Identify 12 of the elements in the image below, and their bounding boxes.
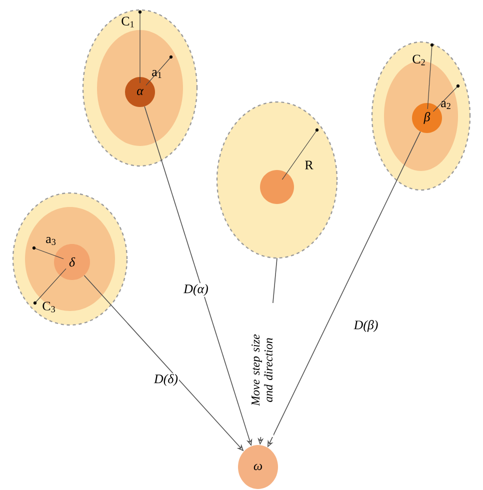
- edge-label: D(δ): [153, 373, 179, 387]
- radius-label: a$_{2}$: [441, 101, 450, 109]
- search-circle: [216, 101, 338, 259]
- radius-label: C$_{3}$: [42, 302, 55, 312]
- edge-label: D(β): [352, 319, 380, 333]
- edge-label: D(α): [182, 283, 210, 297]
- radius-label: C$_{2}$: [412, 54, 425, 66]
- radius-label: R: [305, 160, 314, 170]
- edge-label: Move step size and direction: [250, 303, 274, 437]
- radius-label: a$_{3}$: [46, 236, 56, 246]
- radius-label: a$_{1}$: [152, 70, 162, 78]
- radius-label: C$_{1}$: [122, 16, 134, 28]
